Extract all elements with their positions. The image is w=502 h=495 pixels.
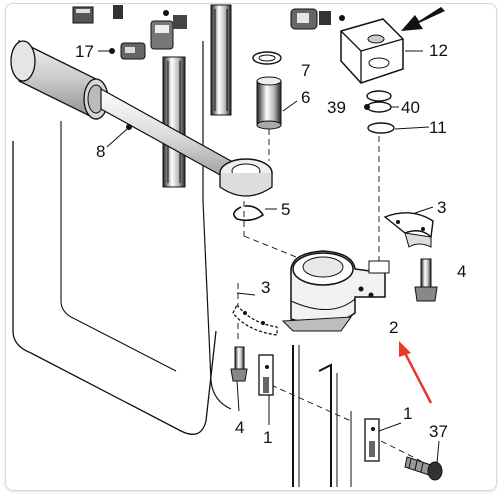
bushing-parts [252, 51, 282, 130]
top-fittings [72, 5, 345, 60]
snap-ring [233, 205, 265, 222]
bracket-right [364, 418, 380, 462]
rod-end-ring [219, 158, 273, 197]
bolt [404, 456, 443, 481]
pin-right [414, 258, 438, 302]
frame-post-outline [202, 41, 232, 410]
pin-left [230, 346, 248, 382]
segment-left [232, 303, 278, 336]
leader-lines [98, 50, 440, 464]
part-label-6: 6 [301, 88, 310, 107]
part-label-8: 8 [96, 142, 105, 161]
frame-outline [12, 141, 217, 435]
segment-right [383, 212, 434, 248]
bracket-left [258, 354, 274, 396]
clamp-block [340, 18, 404, 84]
part-label-12: 12 [429, 41, 448, 60]
part-label-17: 17 [75, 42, 94, 61]
part-label-4-left: 4 [235, 418, 244, 437]
diagram-frame: 17 12 7 6 39 40 11 8 5 3 4 3 2 1 4 1 37 [5, 3, 497, 491]
cylinder-assembly [10, 39, 232, 183]
part-label-3-right: 3 [437, 198, 446, 217]
washer-stack [364, 90, 395, 134]
part-label-2: 2 [389, 318, 398, 337]
part-label-11: 11 [429, 118, 447, 137]
callout-arrow [399, 341, 433, 404]
exploded-parts-diagram: 17 12 7 6 39 40 11 8 5 3 4 3 2 1 4 1 37 [10, 4, 466, 487]
frame-inner-outline [60, 121, 177, 372]
part-label-37: 37 [429, 422, 448, 441]
lower-frame [292, 345, 352, 487]
part-label-1-right: 1 [403, 404, 412, 423]
vertical-posts [162, 4, 232, 188]
direction-arrow-icon [401, 7, 445, 31]
part-label-1-left: 1 [263, 428, 272, 447]
part-label-4-right: 4 [457, 262, 466, 281]
part-label-3-left: 3 [261, 278, 270, 297]
part-label-40: 40 [401, 98, 420, 117]
swivel-arm [281, 250, 390, 332]
part-label-5: 5 [281, 200, 290, 219]
part-label-7: 7 [301, 61, 310, 80]
part-label-39: 39 [327, 98, 346, 117]
